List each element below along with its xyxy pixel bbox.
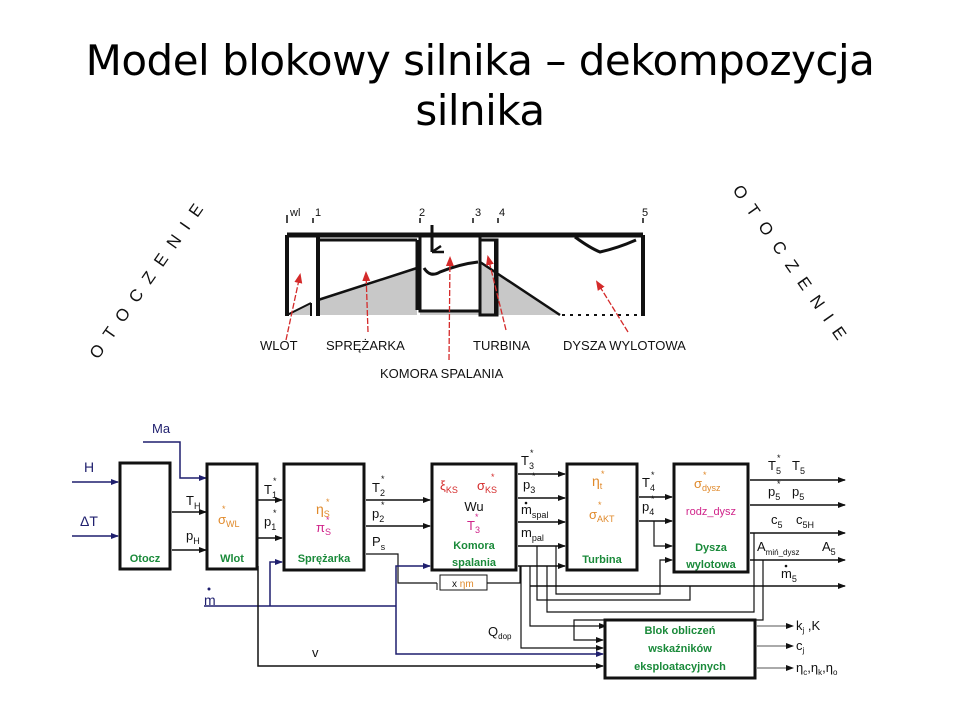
svg-text:*: * [273,508,277,518]
output-a5: A5 [822,539,836,557]
svg-text:*: * [326,515,330,525]
svg-text:*: * [530,448,534,458]
svg-text:*: * [777,479,781,489]
wlot-block[interactable] [205,462,259,571]
title-line-1: Model blokowy silnika – dekompozycja [85,36,875,85]
svg-text:*: * [651,494,655,504]
signal-p1: p1 [264,514,276,532]
signal-t2: T2 [372,480,385,498]
station-5: 5 [642,207,648,219]
signal-ph: pH [186,528,200,546]
wlot-pointer-arrow [285,273,303,341]
output-cj: cj [796,638,805,655]
output-amin: Amiń_dysz [757,539,799,557]
dysza-pointer-arrow [595,280,629,333]
turbina-block-name: Turbina [582,554,622,566]
label-komora: KOMORA SPALANIA [380,366,504,381]
output-c5: c5 [771,512,783,530]
label-wlot: WLOT [260,338,298,353]
signal-p2: p2 [372,506,384,524]
komora-block-name-1: Komora [453,540,495,552]
svg-text:*: * [222,504,226,514]
svg-text:*: * [777,453,781,463]
signal-mpal: mpal [521,525,544,543]
svg-text:*: * [273,476,277,486]
svg-text:*: * [703,470,707,480]
station-4: 4 [499,207,505,219]
signal-p3: p3 [523,477,535,495]
output-p5-static: p5 [792,484,804,502]
svg-text:*: * [475,512,479,522]
station-wl: wl [289,207,300,219]
signal-ps: Ps [372,534,386,552]
signal-p4: p4 [642,499,654,517]
signal-t1: T1 [264,482,277,500]
output-eta: ηc,ηk,ηo [796,660,838,677]
input-ma: Ma [152,421,171,436]
sprezarka-block-name: Sprężarka [298,553,351,565]
dysza-block-name-1: Dysza [695,542,728,554]
signal-t3: T3 [521,453,534,471]
station-1: 1 [315,207,321,219]
input-dt: ΔT [80,513,98,529]
wlot-block-name: Wlot [220,553,244,565]
ma-line [143,441,207,481]
turbina-pointer-arrow [486,255,507,331]
otocz-block[interactable] [118,461,172,571]
station-3: 3 [475,207,481,219]
signal-qdop: Qdop [488,624,512,641]
svg-text:*: * [381,500,385,510]
input-mdot: m [204,592,216,608]
output-t5: T5 [768,458,781,476]
svg-text:*: * [326,497,330,507]
label-dysza: DYSZA WYLOTOWA [563,338,686,353]
otocz-block-name: Otocz [130,553,161,565]
environment-label-right: O T O C Z E N I E [729,181,852,345]
svg-text:*: * [651,470,655,480]
dysza-block-name-2: wylotowa [685,559,736,571]
title-line-2: silnika [415,86,545,135]
signal-t4: T4 [642,475,655,493]
dysza-block[interactable] [672,462,750,574]
blok-line-1: Blok obliczeń [645,625,716,637]
output-m5: m5 [781,566,797,584]
komora-block[interactable] [430,462,518,572]
output-t5-static: T5 [792,458,805,476]
eta-m-label: x ηm [452,579,474,590]
svg-text:*: * [532,471,536,481]
sprezarka-block[interactable] [282,462,366,572]
dysza-param-rodz: rodz_dysz [686,506,736,518]
environment-label-left: O T O C Z E N I E [86,198,209,362]
svg-text:*: * [491,472,495,482]
turbina-block[interactable] [565,462,639,572]
sprezarka-pointer-arrow [362,271,371,333]
station-2: 2 [419,207,425,219]
output-kj: kj ,K [796,618,821,635]
page-title: Model blokowy silnika – dekompozycja sil… [0,36,960,136]
label-turbina: TURBINA [473,338,530,353]
svg-text:*: * [598,500,602,510]
engine-sketch: wl 1 2 3 4 5 WLOT SPRĘŻARKA TURBINA DYSZ… [260,207,686,381]
label-sprezarka: SPRĘŻARKA [326,338,405,353]
blok-obliczen-block[interactable] [603,618,757,680]
signal-th: TH [186,493,200,511]
svg-text:*: * [381,474,385,484]
blok-line-3: eksploatacyjnych [634,661,726,673]
input-h: H [84,459,94,475]
input-v: v [312,645,319,660]
komora-pointer-arrow [445,256,454,361]
svg-text:*: * [601,469,605,479]
blok-line-2: wskaźników [647,643,712,655]
komora-block-name-2: spalania [452,557,497,569]
block-diagram: Ma H ΔT Otocz TH pH σWL * Wlot T1 * p1 *… [72,421,846,680]
komora-param-wu: Wu [464,499,483,514]
output-c5h: c5H [796,512,814,530]
signal-mspal: mspal [521,502,548,520]
output-p5: p5 [768,484,780,502]
compressor-shade [318,268,417,315]
turbina-param-eta: ηt [592,473,603,491]
